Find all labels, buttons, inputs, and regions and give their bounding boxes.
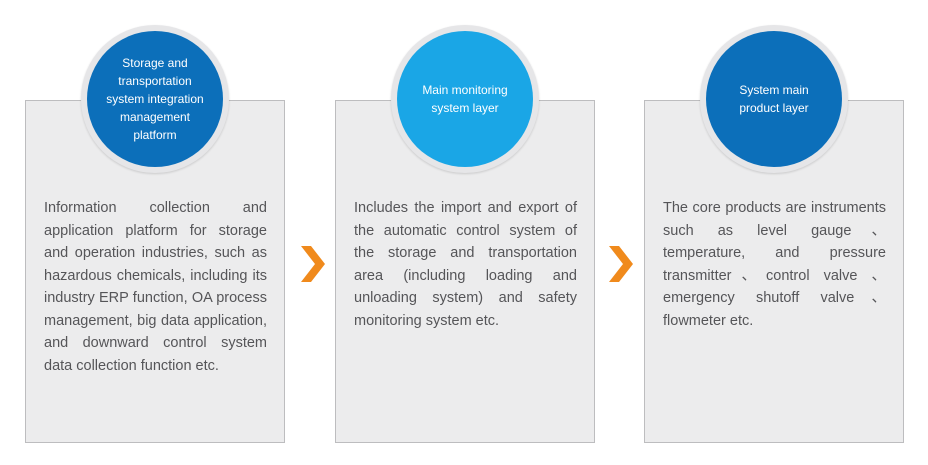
stage-3-circle: System main product layer xyxy=(706,31,842,167)
stage-3-description: The core products are instruments such a… xyxy=(663,200,886,329)
stage-1-description: Information collection and application p… xyxy=(44,200,267,374)
stage-2-circle: Main monitoring system layer xyxy=(397,31,533,167)
stage-1-circle-ring: Storage and transportation system integr… xyxy=(81,25,229,173)
stage-3-title: System main product layer xyxy=(739,83,809,115)
stage-2-title: Main monitoring system layer xyxy=(422,83,508,115)
stage-1-title: Storage and transportation system integr… xyxy=(106,56,204,142)
chevron-right-icon xyxy=(301,246,325,282)
stage-2-description: Includes the import and export of the au… xyxy=(354,200,577,329)
stage-3-circle-ring: System main product layer xyxy=(700,25,848,173)
chevron-right-icon xyxy=(609,246,633,282)
stage-2-circle-ring: Main monitoring system layer xyxy=(391,25,539,173)
stage-1-circle: Storage and transportation system integr… xyxy=(87,31,223,167)
